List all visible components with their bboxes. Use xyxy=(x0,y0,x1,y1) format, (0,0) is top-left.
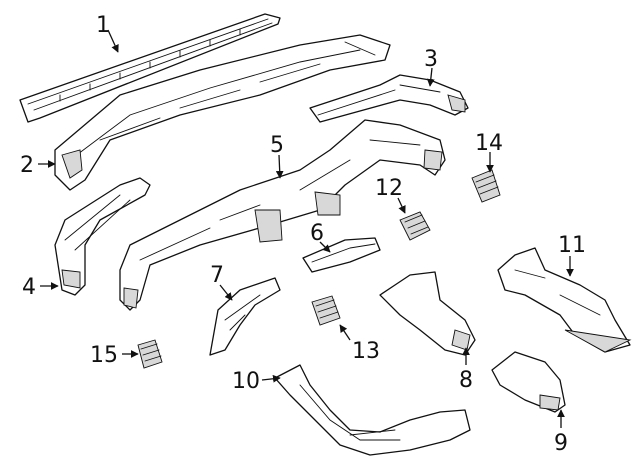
part-6-connector-duct xyxy=(302,237,381,273)
part-15-vent xyxy=(137,339,163,369)
callout-5: 5 xyxy=(270,133,284,158)
part-10-lower-duct xyxy=(274,364,471,456)
part-1-defroster-grille xyxy=(19,13,281,123)
part-13-vent xyxy=(311,295,341,326)
part-2-main-duct xyxy=(54,34,391,191)
callout-1: 1 xyxy=(96,13,110,38)
callout-4: 4 xyxy=(22,275,36,300)
callout-11: 11 xyxy=(558,233,586,258)
callout-15: 15 xyxy=(90,343,118,368)
part-11-heater-duct xyxy=(497,247,632,353)
callout-9: 9 xyxy=(554,431,568,456)
part-8-floor-duct xyxy=(379,271,476,356)
callout-6: 6 xyxy=(310,221,324,246)
callout-8: 8 xyxy=(459,368,473,393)
callout-3: 3 xyxy=(424,47,438,72)
part-3-side-duct xyxy=(309,74,469,123)
part-14-vent xyxy=(471,169,501,203)
callout-2: 2 xyxy=(20,153,34,178)
callout-14: 14 xyxy=(475,131,503,156)
part-9-rear-duct xyxy=(491,351,566,413)
part-7-bracket xyxy=(209,277,281,356)
callout-7: 7 xyxy=(210,263,224,288)
callout-labels: 1 2 3 4 5 6 7 8 9 10 11 12 13 14 15 xyxy=(20,13,586,456)
leader-lines xyxy=(38,29,574,428)
callout-12: 12 xyxy=(375,176,403,201)
part-5-center-duct xyxy=(119,119,446,311)
part-12-vent xyxy=(399,211,431,241)
callout-10: 10 xyxy=(232,369,260,394)
part-4-left-duct xyxy=(54,177,151,296)
callout-13: 13 xyxy=(352,339,380,364)
